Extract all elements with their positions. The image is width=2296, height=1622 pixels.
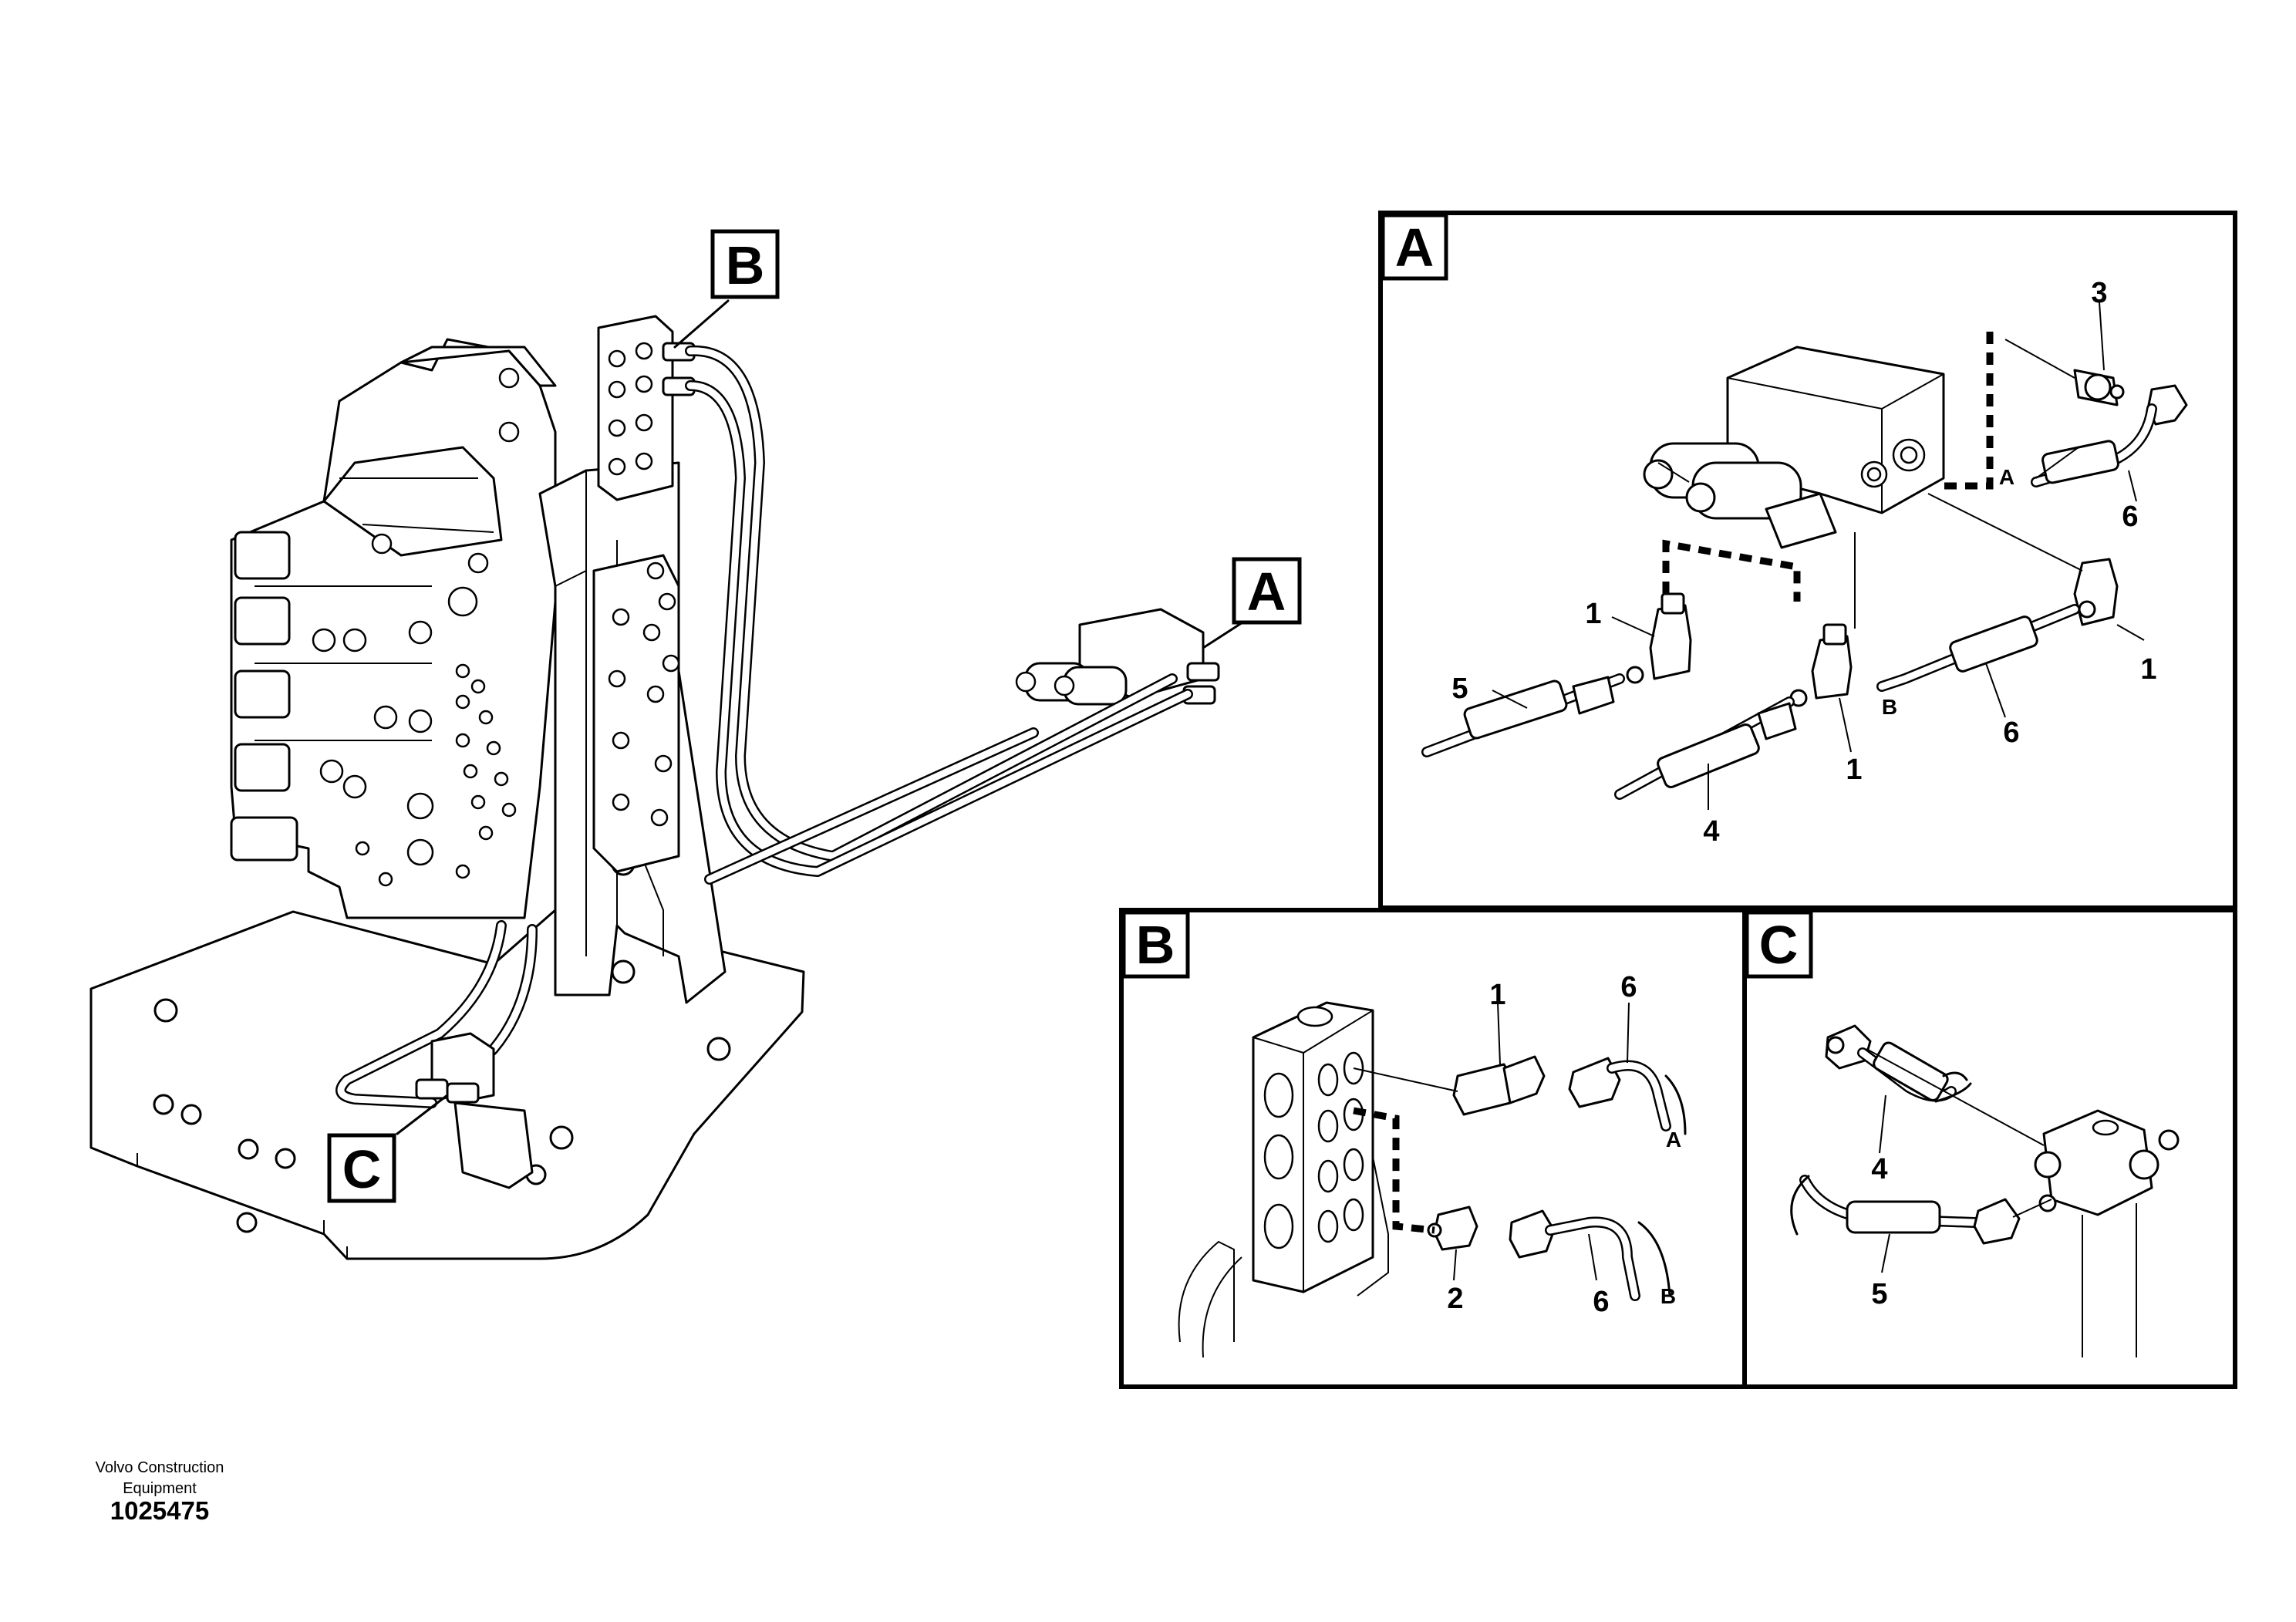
detail-b-part-6-lower: 6 [1593, 1286, 1609, 1318]
detail-c-junction-block [2034, 1109, 2180, 1357]
detail-a-port-b: B [1882, 695, 1897, 719]
svg-text:C: C [342, 1139, 382, 1199]
detail-b-junction-block [1252, 1001, 1374, 1293]
callout-a-overview: A [1232, 557, 1302, 625]
detail-a-part-6-lower: 6 [2003, 717, 2019, 749]
detail-c-part-4: 4 [1871, 1153, 1887, 1185]
detail-a-part-4: 4 [1703, 815, 1719, 848]
detail-a-panel: A [1378, 211, 2237, 910]
callout-b-overview: B [710, 229, 780, 299]
detail-c-panel: C 4 5 [1742, 908, 2237, 1389]
base-bolts [153, 998, 731, 1233]
detail-a-part-3: 3 [2091, 277, 2107, 309]
detail-a-port-a: A [1999, 465, 2014, 489]
detail-b-fitting-1 [1452, 1055, 1546, 1116]
detail-b-port-b: B [1660, 1284, 1676, 1308]
detail-a-fitting-1-left [1626, 592, 1692, 684]
detail-b-dash [1353, 1107, 1435, 1234]
valve-assembly-overview [89, 299, 1253, 1260]
detail-a-dash-top [1944, 332, 1994, 490]
detail-a-part-1-mid: 1 [1846, 754, 1862, 786]
svg-text:B: B [726, 235, 765, 295]
detail-a-part-1-left: 1 [1585, 598, 1601, 630]
footer-company-name: Volvo Construction Equipment [95, 1459, 224, 1497]
detail-a-part-5: 5 [1451, 673, 1468, 705]
detail-c-part-5: 5 [1871, 1278, 1887, 1310]
detail-a-hoses [1421, 403, 2157, 800]
junction-block-b-ports [608, 342, 653, 476]
stack-valve-bolts [608, 561, 680, 827]
detail-c-title: C [1759, 915, 1799, 975]
detail-a-fitting-1-right [2073, 558, 2119, 626]
overview-callouts: B A C [327, 229, 1302, 1203]
detail-b-title: B [1136, 915, 1175, 975]
svg-text:A: A [1247, 561, 1286, 622]
callout-c-overview: C [327, 1133, 396, 1203]
detail-b-panel: B [1119, 908, 1747, 1389]
detail-b-part-2: 2 [1447, 1283, 1463, 1315]
spool-caps [230, 531, 298, 862]
detail-a-dash-left [1662, 539, 1801, 602]
detail-a-part-6-upper: 6 [2122, 501, 2138, 533]
detail-a-fitting-3 [2073, 369, 2125, 406]
valve-ports [312, 367, 520, 887]
detail-a-title: A [1395, 218, 1435, 278]
detail-b-part-6-upper: 6 [1620, 971, 1637, 1003]
footer-drawing-number: 1025475 [110, 1496, 210, 1525]
detail-a-solenoid-valve [1643, 346, 1945, 549]
detail-b-part-1: 1 [1489, 979, 1505, 1011]
detail-b-port-a: A [1666, 1128, 1681, 1152]
hoses-overview [335, 345, 1193, 1108]
junction-block-b [597, 315, 674, 501]
detail-a-part-1-right: 1 [2140, 653, 2156, 686]
